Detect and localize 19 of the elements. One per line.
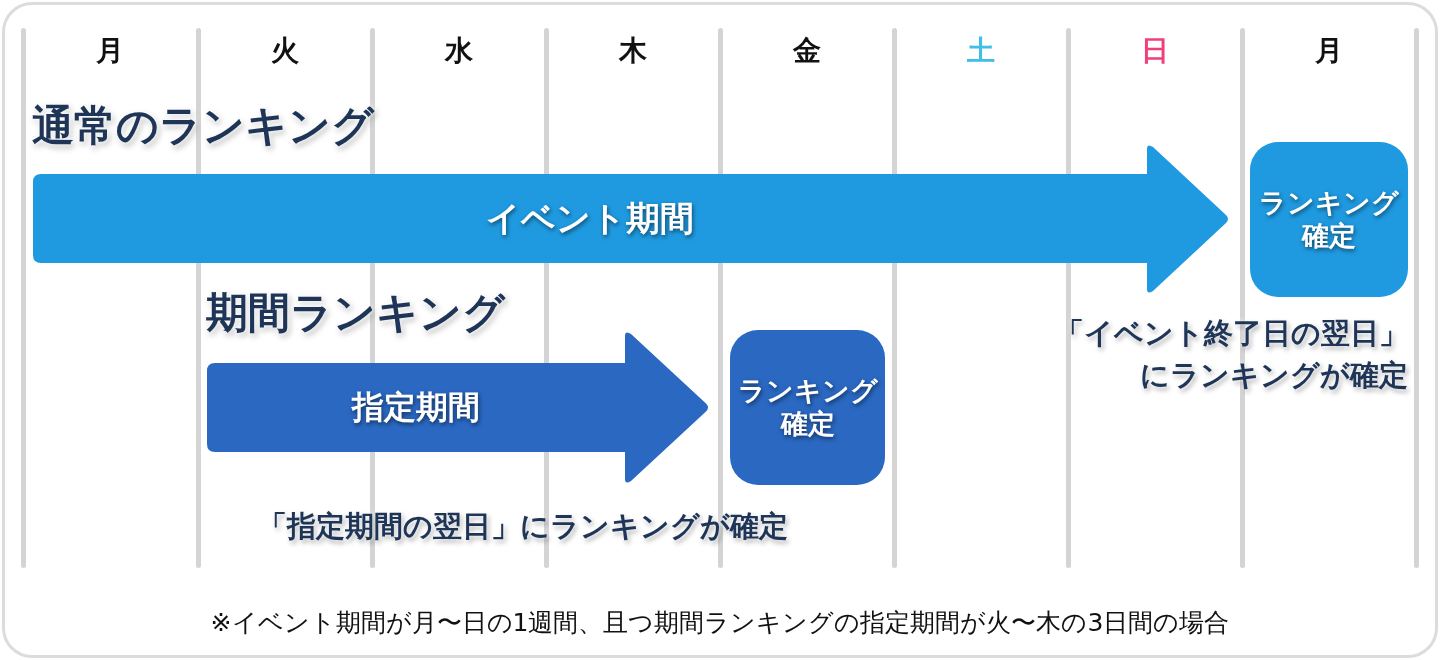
section-heading: 通常のランキング	[32, 100, 374, 152]
weekday-label: 月	[95, 33, 125, 69]
weekday-label: 日	[1140, 33, 1170, 69]
weekday-label: 火	[270, 33, 300, 69]
period-label: 指定期間	[350, 387, 481, 429]
result-label: ランキング確定	[736, 374, 879, 441]
section-heading: 期間ランキング	[206, 287, 505, 339]
footnote: ※イベント期間が月〜日の1週間、且つ期間ランキングの指定期間が火〜木の3日間の場合	[209, 607, 1231, 639]
weekday-label: 月	[1314, 33, 1344, 69]
weekday-label: 金	[792, 33, 822, 69]
note-text: 「イベント終了日の翌日」にランキングが確定	[1054, 315, 1408, 395]
note-text: 「指定期間の翌日」にランキングが確定	[258, 508, 789, 545]
result-label: ランキング確定	[1258, 186, 1400, 253]
weekday-label: 土	[966, 33, 996, 69]
weekday-label: 水	[443, 33, 474, 69]
weekday-label: 木	[618, 33, 648, 69]
result-box	[730, 330, 885, 485]
result-box	[1250, 142, 1408, 297]
period-label: イベント期間	[485, 197, 695, 241]
